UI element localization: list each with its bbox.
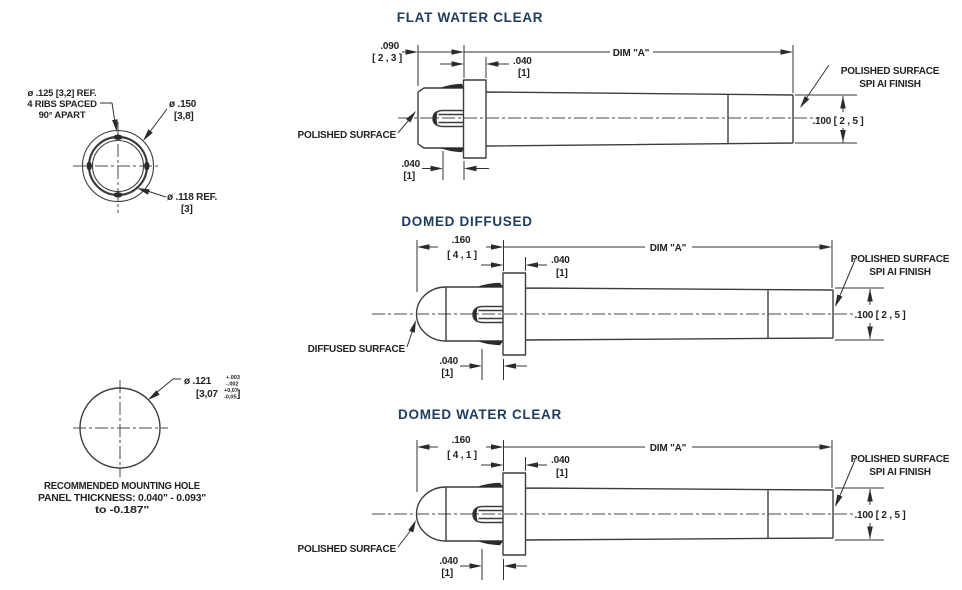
- mounting-hole-centerlines: [73, 380, 168, 477]
- domed-diffused-dim-head: .160: [452, 235, 471, 246]
- domed-diffused-finish-line1: POLISHED SURFACE: [851, 254, 950, 265]
- domed-diffused-dim-flange: .040: [551, 255, 570, 266]
- inner-dia-mm-label: [3]: [181, 204, 193, 215]
- rib-note-line3: 90° APART: [39, 110, 86, 121]
- domed-water-clear-title: DOMED WATER CLEAR: [398, 407, 562, 422]
- flat-finish-line2: SPI AI FINISH: [859, 79, 920, 90]
- domed-diffused-dim-rib: .040: [439, 356, 458, 367]
- rib-note-line1: ø .125 [3,2] REF.: [28, 88, 97, 99]
- flat-dim-flange-mm: [1]: [518, 68, 530, 79]
- domed-water-clear-dim-head: .160: [452, 435, 471, 446]
- mounting-hole-view: ø .121 +.003 -.002 [3,07 +0,07 -0,05 ] R…: [38, 375, 240, 516]
- domed-diffused-dim-flange-mm: [1]: [556, 268, 568, 279]
- mounting-note-line2: PANEL THICKNESS: 0.040" - 0.093": [38, 493, 206, 504]
- domed-water-clear-dim-flange-mm: [1]: [556, 468, 568, 479]
- hole-dia-mm-label: [3,07: [196, 389, 218, 400]
- hole-bracket-close: ]: [237, 389, 240, 400]
- flat-dim-flange: .040: [513, 56, 532, 67]
- domed-water-clear-arrows: [408, 444, 873, 569]
- domed-diffused-title: DOMED DIFFUSED: [401, 214, 532, 229]
- inner-dia-label: ø .118 REF.: [167, 192, 217, 203]
- mounting-hole-leader: [149, 378, 181, 399]
- domed-diffused-finish-line2: SPI AI FINISH: [869, 267, 930, 278]
- flat-dim-rib-mm: [1]: [403, 171, 415, 182]
- front-view-leaders: [100, 102, 168, 198]
- domed-diffused-dim-head-mm: [ 4 , 1 ]: [447, 250, 477, 261]
- domed-diffused-dim-rib-mm: [1]: [441, 368, 453, 379]
- domed-diffused-view: DOMED DIFFUSED .160 [ 4 , 1 ] DIM "A" .0…: [308, 214, 950, 380]
- hole-mm-tol-minus: -0,05: [224, 395, 237, 401]
- domed-diffused-dim-a: DIM "A": [650, 243, 687, 254]
- domed-water-clear-dim-flange: .040: [551, 455, 570, 466]
- rib-note-line2: 4 RIBS SPACED: [27, 99, 97, 110]
- flat-arrows: [405, 49, 846, 172]
- flat-surface-label: POLISHED SURFACE: [298, 130, 397, 141]
- mounting-note-line3: to -0.187": [95, 505, 150, 516]
- flat-dim-head-mm: [ 2 , 3 ]: [372, 53, 402, 64]
- domed-water-clear-finish-line1: POLISHED SURFACE: [851, 454, 950, 465]
- domed-water-clear-dim-rib-mm: [1]: [441, 568, 453, 579]
- domed-diffused-surface-label: DIFFUSED SURFACE: [308, 344, 406, 355]
- flat-finish-line1: POLISHED SURFACE: [841, 66, 940, 77]
- flat-extension-lines: [417, 45, 857, 180]
- domed-water-clear-dim-a: DIM "A": [650, 443, 687, 454]
- hole-dia-label: ø .121: [184, 376, 212, 387]
- hole-tol-minus: -.002: [226, 382, 239, 388]
- domed-diffused-leader-lines: [406, 259, 856, 348]
- domed-water-clear-dim-head-mm: [ 4 , 1 ]: [447, 450, 477, 461]
- flat-title: FLAT WATER CLEAR: [397, 10, 543, 25]
- flat-dim-end: .100 [ 2 , 5 ]: [812, 116, 863, 127]
- domed-diffused-dim-end: .100 [ 2 , 5 ]: [854, 310, 905, 321]
- domed-water-clear-dim-rib: .040: [439, 556, 458, 567]
- domed-water-clear-leader-lines: [397, 459, 856, 548]
- hole-tol-plus: +.003: [226, 375, 240, 381]
- flat-dim-head: .090: [380, 41, 399, 52]
- domed-water-clear-dim-end: .100 [ 2 , 5 ]: [854, 510, 905, 521]
- flat-water-clear-view: FLAT WATER CLEAR .090 [ 2 , 3 ] DIM "A" …: [298, 10, 940, 182]
- domed-water-clear-view: DOMED WATER CLEAR .160 [ 4 , 1 ] DIM "A"…: [298, 407, 950, 580]
- flat-dimension-lines: [402, 51, 844, 169]
- flat-dim-rib: .040: [401, 159, 420, 170]
- rib-bumps: [86, 134, 150, 198]
- domed-water-clear-extension-lines: [416, 440, 884, 580]
- flat-outline: [417, 79, 794, 159]
- hole-mm-tol-plus: +0,07: [224, 388, 238, 394]
- outer-flange-circle: [81, 129, 155, 203]
- domed-diffused-extension-lines: [416, 240, 884, 380]
- domed-water-clear-finish-line2: SPI AI FINISH: [869, 467, 930, 478]
- front-view: ø .125 [3,2] REF. 4 RIBS SPACED 90° APAR…: [27, 88, 217, 215]
- outer-dia-mm-label: [3,8]: [174, 111, 194, 122]
- mounting-note-line1: RECOMMENDED MOUNTING HOLE: [44, 481, 200, 492]
- mounting-hole-circle: [79, 387, 161, 469]
- outer-dia-label: ø .150: [169, 99, 197, 110]
- lens-circle: [91, 139, 145, 193]
- flat-dim-a: DIM "A": [613, 48, 650, 59]
- domed-water-clear-surface-label: POLISHED SURFACE: [298, 544, 397, 555]
